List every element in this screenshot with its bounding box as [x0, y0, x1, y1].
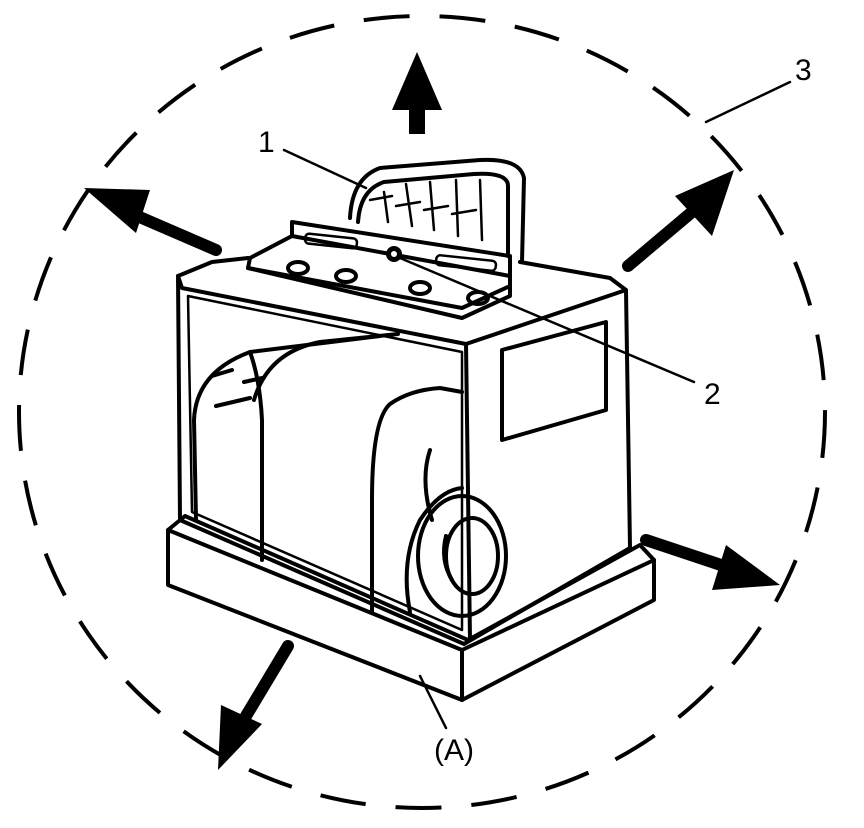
- mounting-bracket: [246, 220, 512, 320]
- arrow-up-icon: [392, 52, 442, 134]
- leader-line-2: [398, 256, 696, 384]
- module-housing: [176, 256, 632, 646]
- leader-line-1: [282, 148, 368, 190]
- arrow-up-right-icon: [622, 170, 734, 272]
- callout-a: (A): [434, 734, 474, 767]
- top-handle: [348, 157, 526, 264]
- arrow-down-right-icon: [640, 534, 780, 590]
- callout-3: 3: [795, 54, 812, 87]
- arrow-up-left-icon: [84, 188, 222, 256]
- leader-line-a: [418, 674, 448, 730]
- leader-line-3: [704, 80, 792, 124]
- internal-unit: [192, 332, 508, 618]
- callout-2: 2: [704, 378, 721, 411]
- base-tray: [166, 514, 656, 702]
- dashed-boundary-circle: [17, 14, 827, 810]
- arrow-down-left-icon: [218, 640, 294, 770]
- callout-1: 1: [258, 126, 275, 159]
